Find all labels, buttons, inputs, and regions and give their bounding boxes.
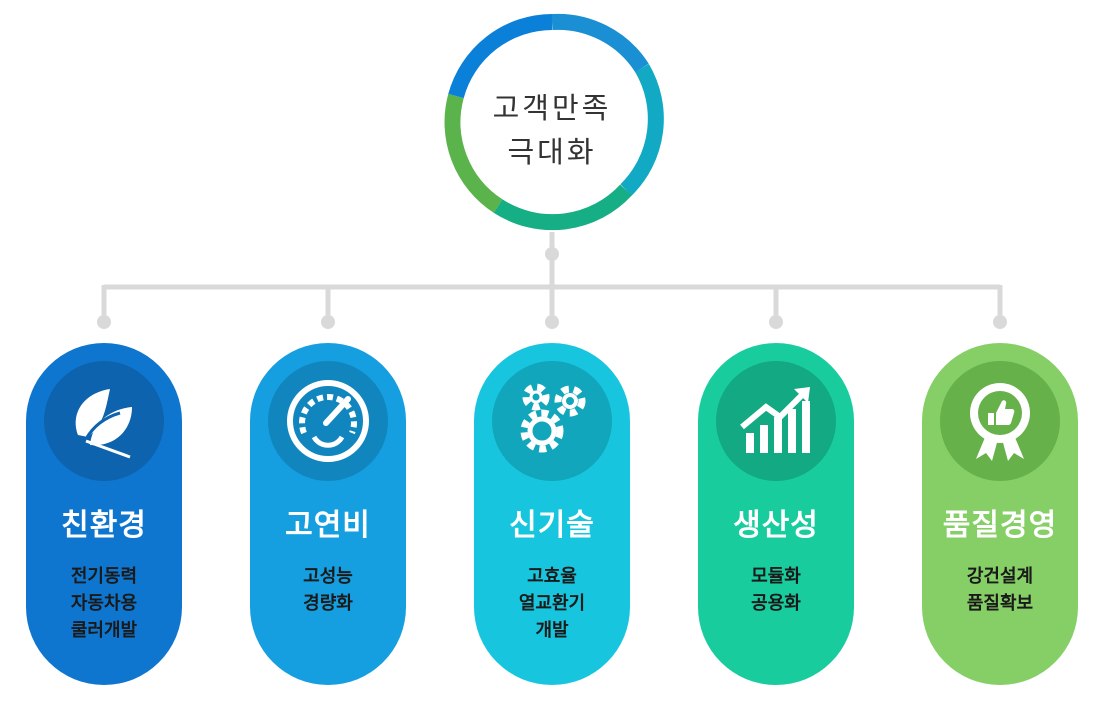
- ring-segment-3: [493, 184, 632, 231]
- ring-segment-4: [444, 93, 503, 213]
- pillar-new-technology: 신기술 고효율 열교환기 개발: [474, 343, 630, 685]
- pillar-description: 고효율 열교환기 개발: [474, 563, 630, 644]
- quality-badge-icon: [970, 383, 1030, 461]
- pillar-title: 생산성: [733, 508, 819, 543]
- stem-dot: [545, 247, 559, 261]
- pillar-desc-line: 공용화: [751, 593, 801, 614]
- pillar-title: 신기술: [509, 508, 595, 543]
- drop-dot-1: [97, 315, 111, 329]
- pillar-desc-line: 모듈화: [751, 566, 801, 587]
- pillar-desc-line: 쿨러개발: [70, 620, 138, 641]
- ring-segment-2: [620, 63, 664, 196]
- pillar-productivity: 생산성 모듈화 공용화: [698, 343, 854, 685]
- drop-dot-4: [769, 315, 783, 329]
- pillar-desc-line: 자동차용: [70, 593, 138, 614]
- pillar-title: 친환경: [61, 508, 147, 543]
- pillar-desc-line: 고성능: [303, 566, 353, 587]
- center-ring: [444, 13, 664, 231]
- center-title-line1: 고객만족: [492, 91, 612, 125]
- icon-circle: [268, 361, 388, 481]
- pillar-desc-line: 품질확보: [966, 593, 1034, 614]
- pillar-quality-management: 품질경영 강건설계 품질확보: [922, 343, 1078, 685]
- leaf-icon: [75, 389, 132, 459]
- pillar-desc-line: 강건설계: [966, 566, 1034, 587]
- pillar-description: 모듈화 공용화: [698, 563, 854, 617]
- pillar-description: 고성능 경량화: [250, 563, 406, 617]
- pillar-desc-line: 열교환기: [518, 593, 586, 614]
- center-title-line2: 극대화: [507, 135, 597, 169]
- gears-icon: [520, 383, 586, 453]
- pillar-eco: 친환경 전기동력 자동차용 쿨러개발: [26, 343, 182, 685]
- icon-circle: [716, 361, 836, 481]
- icon-circle: [44, 361, 164, 481]
- drop-dot-3: [545, 315, 559, 329]
- pillar-description: 전기동력 자동차용 쿨러개발: [26, 563, 182, 644]
- pillar-title: 고연비: [285, 508, 371, 543]
- ring-segment-5: [448, 14, 553, 99]
- drop-dot-2: [321, 315, 335, 329]
- growth-chart-icon: [740, 387, 810, 453]
- pillar-title: 품질경영: [942, 508, 1058, 543]
- pillar-description: 강건설계 품질확보: [922, 563, 1078, 617]
- pillar-desc-line: 경량화: [303, 593, 353, 614]
- icon-circle: [940, 361, 1060, 481]
- pillar-desc-line: 개발: [535, 620, 569, 641]
- drop-dot-5: [993, 315, 1007, 329]
- pillar-desc-line: 전기동력: [70, 566, 138, 587]
- ring-segment-1: [551, 13, 649, 73]
- pillar-fuel-efficiency: 고연비 고성능 경량화: [250, 343, 406, 685]
- icon-circle: [492, 361, 612, 481]
- center-goal: 고객만족 극대화: [475, 86, 629, 174]
- pillar-desc-line: 고효율: [527, 566, 577, 587]
- gauge-icon: [287, 380, 369, 462]
